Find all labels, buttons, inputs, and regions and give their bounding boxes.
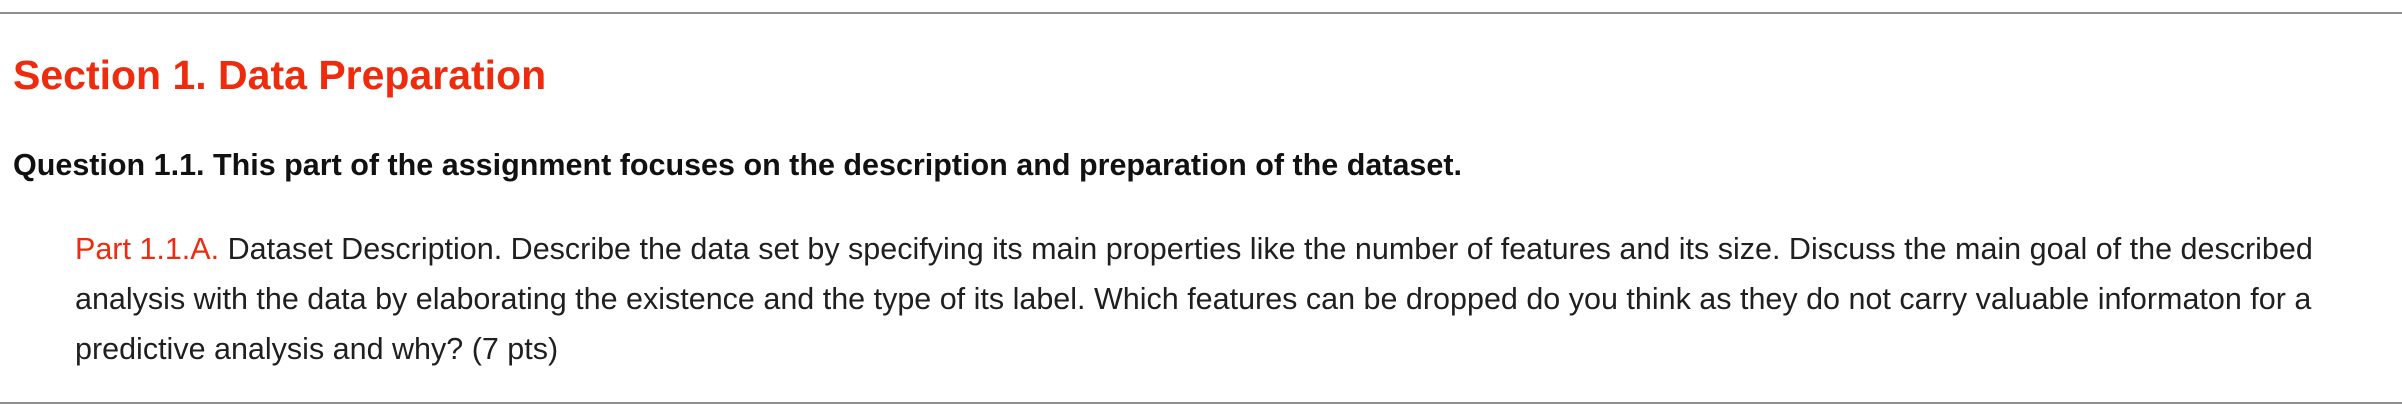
part-paragraph: Part 1.1.A. Dataset Description. Describ… <box>75 224 2375 374</box>
top-divider <box>0 12 2402 14</box>
part-label: Part 1.1.A. <box>75 232 220 266</box>
bottom-divider <box>0 402 2402 404</box>
part-text: Dataset Description. Describe the data s… <box>75 232 2313 366</box>
question-heading: Question 1.1. This part of the assignmen… <box>13 148 1462 182</box>
section-title: Section 1. Data Preparation <box>13 52 547 98</box>
